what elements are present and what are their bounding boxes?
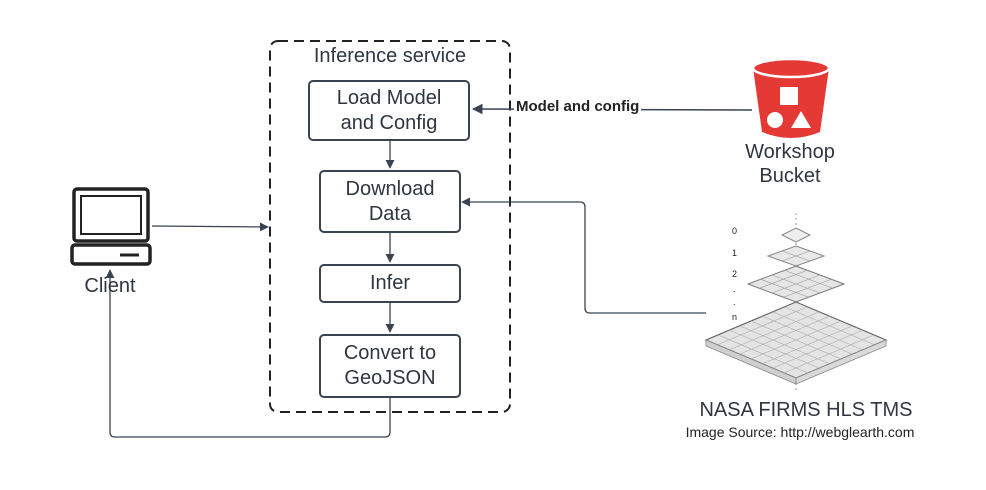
arrow-client-to-service	[151, 222, 269, 232]
storage-bucket-icon	[751, 57, 831, 138]
client-label: Client	[84, 275, 136, 297]
tms-level-n: n	[732, 312, 738, 322]
arrow-convert-to-client	[105, 269, 391, 438]
tms-image-source: Image Source: http://webglearth.com	[685, 424, 915, 440]
tms-level-dot-b: .	[733, 297, 736, 307]
tms-pyramid-icon	[704, 213, 888, 390]
step-load-model-config: Load Model and Config	[308, 80, 470, 141]
tms-level-1: 1	[732, 248, 738, 258]
arrow-tms-to-download	[461, 197, 706, 314]
inference-service-container	[269, 40, 511, 413]
step-download-data: Download Data	[319, 170, 461, 233]
tms-level-0: 0	[732, 226, 738, 236]
step-infer: Infer	[319, 264, 461, 303]
edge-label-model-config: Model and config	[514, 98, 642, 116]
inference-service-title: Inference service	[313, 45, 467, 67]
tms-level-2: 2	[732, 269, 738, 279]
tms-level-dot-a: .	[733, 284, 736, 294]
tms-title: NASA FIRMS HLS TMS	[699, 399, 913, 421]
step-convert-geojson: Convert to GeoJSON	[319, 334, 461, 398]
bucket-label: Workshop Bucket	[745, 141, 835, 187]
laptop-icon	[70, 187, 152, 266]
